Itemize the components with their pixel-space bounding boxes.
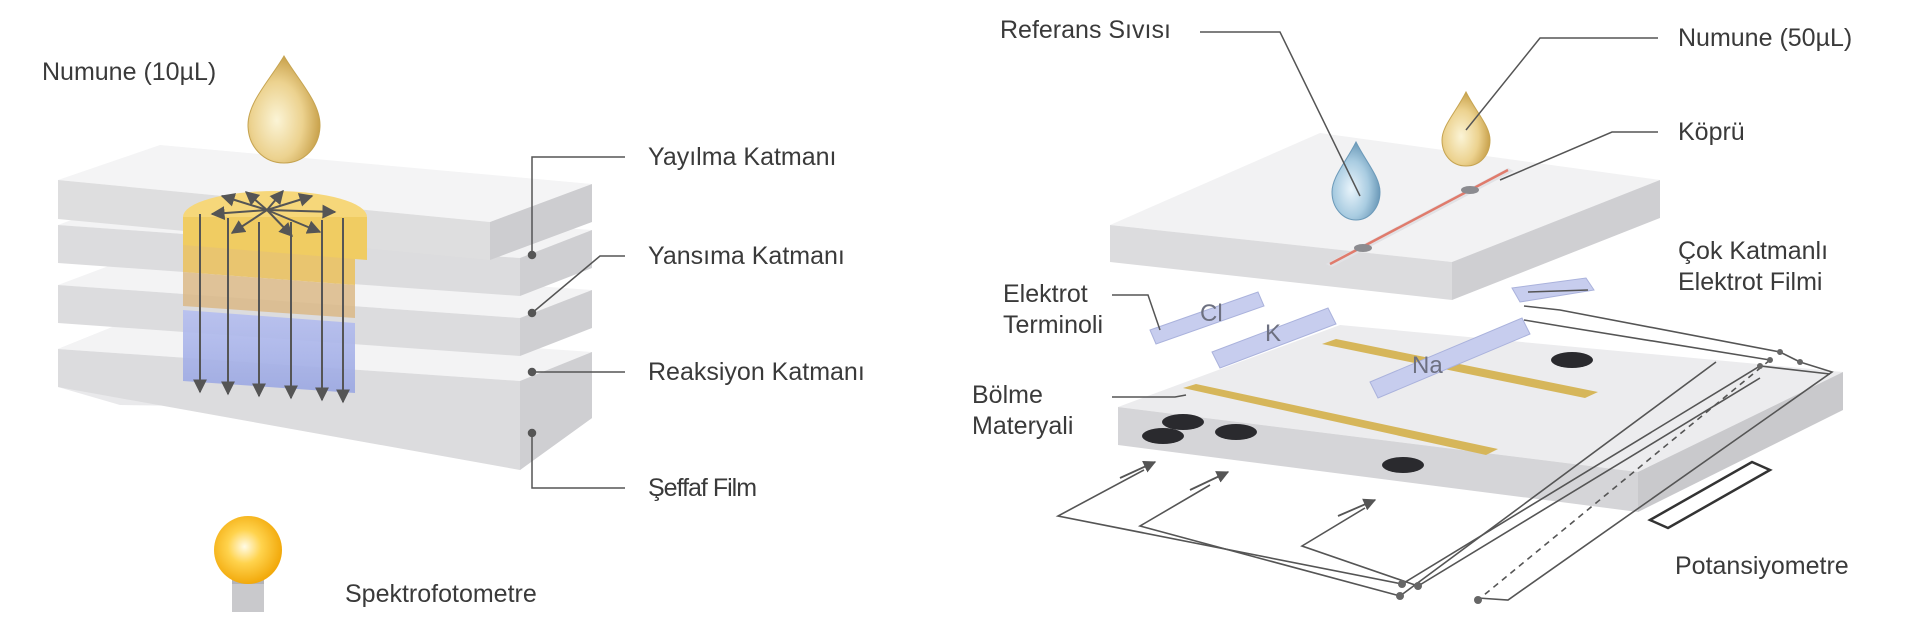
spectrophotometer-label: Spektrofotometre bbox=[345, 580, 537, 608]
reference-drop-icon bbox=[1331, 140, 1381, 221]
partition-line1: Bölme bbox=[972, 381, 1043, 409]
electrode-terminal-label: Elektrot Terminoli bbox=[1003, 279, 1103, 341]
sample-50ul-label: Numune (50µL) bbox=[1678, 24, 1853, 52]
partition-material-label: Bölme Materyali bbox=[972, 380, 1073, 442]
ion-na-label: Na bbox=[1412, 352, 1443, 379]
spectrophotometer-bulb-icon bbox=[214, 516, 282, 612]
electrode-strips bbox=[1149, 277, 1595, 399]
bottom-frame bbox=[1118, 325, 1843, 512]
wiring bbox=[1055, 305, 1834, 601]
sample-drop-icon bbox=[247, 55, 321, 164]
wire-arrows bbox=[1119, 460, 1377, 517]
terminal-line2: Terminoli bbox=[1003, 311, 1104, 339]
left-leader-lines bbox=[527, 156, 625, 489]
reaction-zone bbox=[183, 310, 355, 393]
terminal-line1: Elektrot bbox=[1003, 280, 1088, 308]
multilayer-electrode-label: Çok Katmanlı Elektrot Filmi bbox=[1678, 236, 1828, 298]
ion-cl-label: Cl bbox=[1200, 300, 1223, 327]
slide-stack bbox=[58, 145, 592, 470]
reflective-layer-label: Yansıma Katmanı bbox=[648, 242, 845, 270]
sample-10ul-label: Numune (10µL) bbox=[42, 58, 217, 86]
multilayer-line1: Çok Katmanlı bbox=[1678, 237, 1829, 265]
partition-line2: Materyali bbox=[972, 412, 1074, 440]
spread-arrows bbox=[193, 189, 350, 404]
potentiometer-icon bbox=[1647, 460, 1773, 530]
spreading-layer-label: Yayılma Katmanı bbox=[648, 143, 837, 171]
transparent-film-label: Şeffaf Film bbox=[648, 474, 757, 502]
bridge-label: Köprü bbox=[1678, 118, 1745, 146]
multilayer-line2: Elektrot Filmi bbox=[1678, 268, 1823, 296]
ion-k-label: K bbox=[1265, 320, 1282, 347]
potentiometer-label: Potansiyometre bbox=[1675, 552, 1849, 580]
top-card bbox=[1110, 133, 1660, 300]
reflective-zone bbox=[183, 272, 355, 318]
right-leader-lines bbox=[1112, 31, 1658, 398]
reference-liquid-label: Referans Sıvısı bbox=[1000, 16, 1171, 44]
reaction-layer-label: Reaksiyon Katmanı bbox=[648, 358, 865, 386]
wire-nodes bbox=[1396, 349, 1803, 604]
